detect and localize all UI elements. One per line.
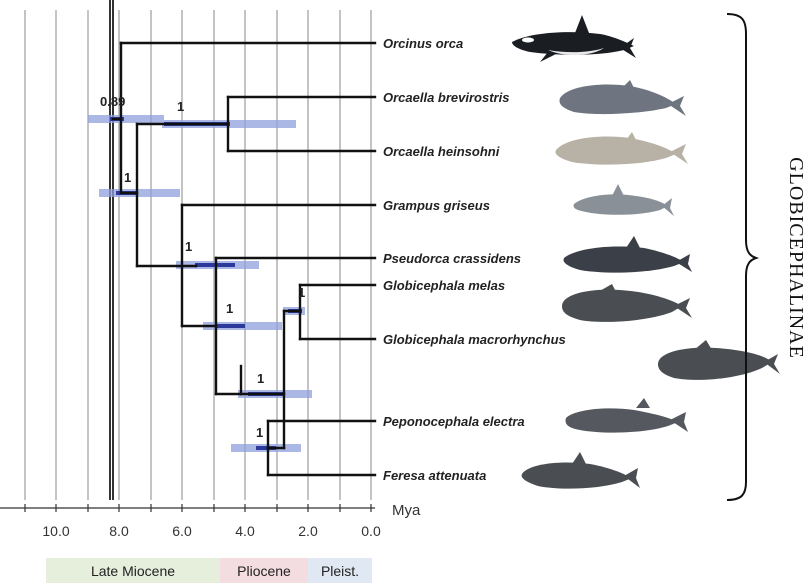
axis-unit-label: Mya (392, 502, 421, 519)
support-pseudorca-rest: 1 (185, 239, 192, 254)
time-grid (25, 10, 371, 500)
support-pilot-pepono: 1 (257, 371, 264, 386)
time-axis: 10.0 8.0 6.0 4.0 2.0 0.0 Mya (0, 502, 421, 539)
root-lines (110, 0, 113, 500)
clade-label: GLOBICEPHALINAE (785, 157, 807, 359)
clade-bracket: GLOBICEPHALINAE (727, 14, 807, 500)
taxon-label: Orcaella heinsohni (383, 144, 500, 159)
support-orcaella: 1 (177, 99, 184, 114)
taxon-label: Feresa attenuata (383, 468, 486, 483)
taxon-label: Globicephala melas (383, 278, 505, 293)
feresa-illustration (522, 452, 640, 489)
support-pepono-feresa: 1 (256, 425, 263, 440)
support-orcaella-ancestor: 0.89 (100, 94, 125, 109)
epoch-late-miocene-label: Late Miocene (91, 563, 175, 579)
globicephala-melas-illustration (562, 284, 692, 322)
taxon-label: Orcinus orca (383, 36, 463, 51)
hpd-cores (110, 117, 302, 450)
species-illustrations (512, 15, 780, 489)
orcaella-brevirostris-illustration (560, 80, 686, 116)
epoch-pleistocene-label: Pleist. (321, 563, 359, 579)
pseudorca-illustration (564, 236, 692, 273)
axis-tick-label: 6.0 (172, 523, 192, 539)
globicephala-macrorhynchus-illustration (658, 340, 780, 380)
epoch-pliocene-label: Pliocene (237, 563, 291, 579)
axis-tick-label: 10.0 (42, 523, 69, 539)
tree-branches (113, 43, 375, 475)
orca-illustration (512, 15, 636, 62)
grampus-illustration (574, 184, 675, 216)
epoch-bar: Late Miocene Pliocene Pleist. (46, 558, 372, 583)
taxon-labels: Orcinus orca Orcaella brevirostris Orcae… (383, 36, 566, 483)
taxon-label: Orcaella brevirostris (383, 90, 509, 105)
axis-tick-label: 2.0 (298, 523, 318, 539)
axis-tick-label: 8.0 (109, 523, 129, 539)
taxon-label: Globicephala macrorhynchus (383, 332, 566, 347)
axis-tick-label: 4.0 (235, 523, 255, 539)
support-grampus-rest: 1 (124, 170, 131, 185)
peponocephala-illustration (566, 398, 688, 433)
taxon-label: Pseudorca crassidens (383, 251, 521, 266)
orcaella-heinsohni-illustration (556, 132, 688, 165)
taxon-label: Peponocephala electra (383, 414, 525, 429)
taxon-label: Grampus griseus (383, 198, 490, 213)
support-globicephala: 1 (298, 285, 305, 300)
support-pilot-feresa: 1 (226, 301, 233, 316)
hpd-bar-orcaella-ancestor (88, 115, 164, 123)
axis-tick-label: 0.0 (361, 523, 381, 539)
hpd-bar-grampus-rest (99, 189, 180, 197)
